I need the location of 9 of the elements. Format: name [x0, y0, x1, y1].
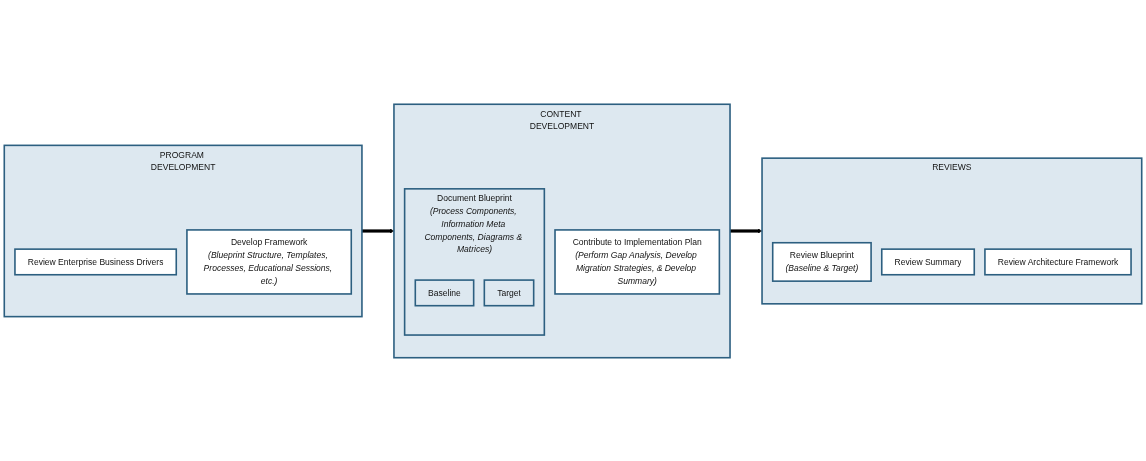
- node-box: Review Blueprint (Baseline & Target): [771, 241, 872, 282]
- node-box: Review Summary: [880, 247, 976, 276]
- arrow: [730, 228, 763, 233]
- node-box: Review Architecture Framework: [984, 247, 1132, 276]
- node-box: Contribute to Implementation Plan (Perform Gap Analysis, Develop Migration Strategies, & Develop Summary): [554, 228, 721, 295]
- node-box: Baseline: [414, 278, 475, 306]
- node-box: Review Enterprise Business Drivers: [14, 247, 178, 276]
- node-box: Develop Framework (Blueprint Structure, Templates, Processes, Educational Sessions, etc.): [186, 228, 353, 295]
- node-box: Target: [483, 278, 535, 306]
